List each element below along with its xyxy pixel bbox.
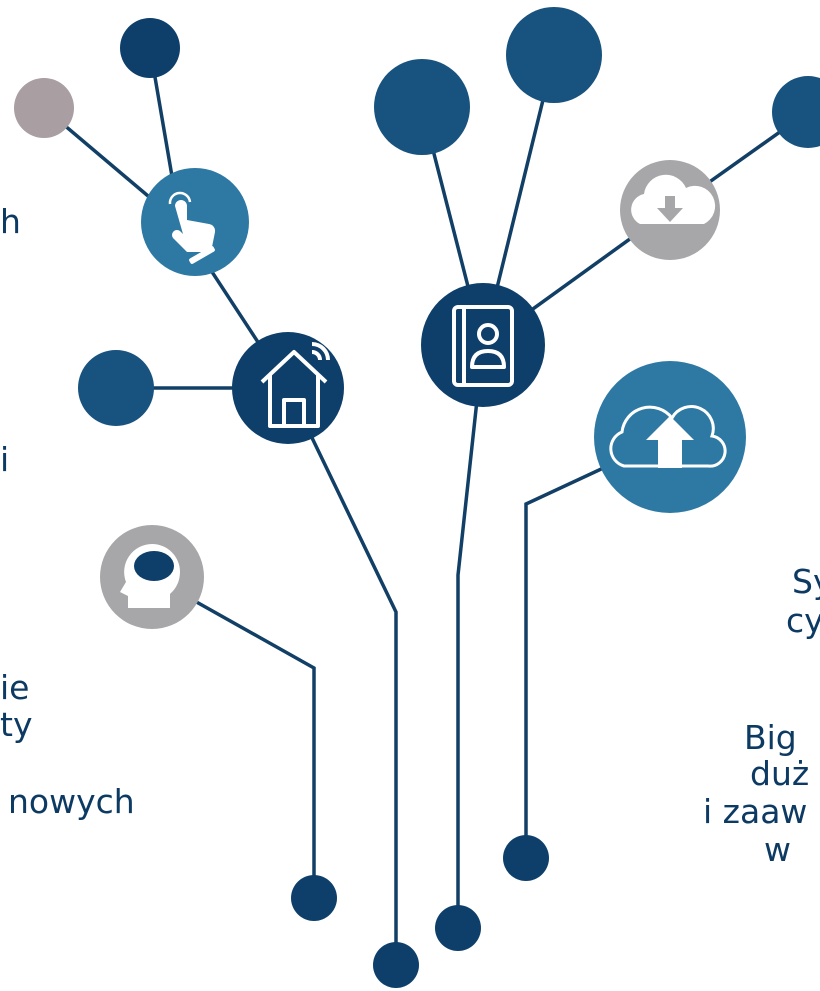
connector-head-down: [151, 575, 316, 898]
label-fragment-i: i: [0, 440, 10, 479]
end-dot-3: [435, 905, 481, 951]
label-fragment-big: Big: [744, 718, 797, 757]
head-brain-icon: [100, 525, 204, 629]
contact-book-icon: [421, 283, 545, 407]
end-dot-1: [291, 875, 337, 921]
node-gray: [14, 78, 74, 138]
label-fragment-w: w: [764, 830, 791, 869]
label-fragment-ie: ie: [0, 668, 30, 707]
label-fragment-h: h: [0, 202, 21, 241]
label-fragment-ty: ty: [0, 705, 33, 744]
connector-contact-down: [456, 344, 485, 928]
smart-home-wifi-icon: [232, 332, 344, 444]
label-fragment-sy: Sy: [792, 562, 820, 601]
node-left: [78, 350, 154, 426]
cloud-download-icon: [620, 160, 720, 260]
hand-pointer-icon: [141, 168, 249, 276]
end-dot-4: [503, 835, 549, 881]
end-dot-2: [373, 942, 419, 988]
label-fragment-izaaw: i zaaw: [703, 792, 808, 831]
label-fragment-cy: cy: [786, 601, 820, 640]
label-fragment-duz: duż: [750, 754, 810, 793]
node-top-center-left: [374, 59, 470, 155]
node-top-right: [772, 76, 820, 148]
connector-home-down: [286, 387, 398, 965]
node-top-center-right: [506, 7, 602, 103]
cloud-upload-icon: [594, 361, 746, 513]
label-fragment-nowych: nowych: [8, 782, 135, 821]
node-top-left: [120, 18, 180, 78]
